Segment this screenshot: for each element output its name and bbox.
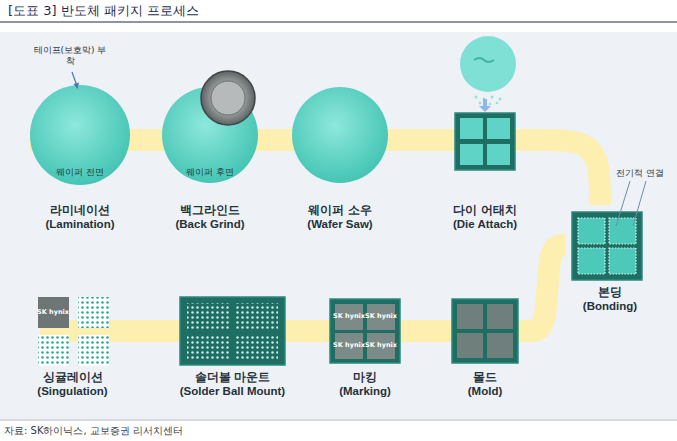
process-flow bbox=[295, 320, 320, 342]
process-step: 싱귤레이션 (Singulation) bbox=[10, 295, 135, 399]
die bbox=[460, 118, 510, 165]
process-step: 웨이퍼 소우 (Wafer Saw) bbox=[285, 85, 395, 232]
step-label: 몰드 (Mold) bbox=[466, 370, 505, 399]
spray-arrow bbox=[483, 99, 487, 107]
step-label: 솔더볼 마운트 (Solder Ball Mount) bbox=[178, 370, 288, 399]
process-flow bbox=[410, 320, 440, 342]
process-flow bbox=[395, 129, 430, 151]
substrate bbox=[455, 113, 515, 170]
grind-wheel bbox=[201, 71, 255, 125]
step-label: 웨이퍼 소우 (Wafer Saw) bbox=[305, 203, 375, 232]
spray-source bbox=[460, 36, 516, 92]
substrate bbox=[330, 299, 400, 363]
annotation: 테이프(보호막) 부착 bbox=[33, 45, 107, 67]
brand-mark: SK hynix bbox=[333, 313, 365, 321]
process-flow bbox=[530, 245, 565, 331]
process-step: 본딩 (Bonding) bbox=[565, 205, 655, 314]
source-caption: 자료: SK하이닉스, 교보증권 리서치센터 bbox=[4, 424, 183, 438]
single-package bbox=[38, 297, 69, 328]
brand-mark: SK hynix bbox=[365, 342, 397, 350]
brand-mark: SK hynix bbox=[365, 313, 397, 321]
substrate bbox=[180, 297, 285, 365]
step-label: 마킹 (Marking) bbox=[337, 370, 393, 399]
figure-title: [도표 3] 반도체 패키지 프로세스 bbox=[8, 2, 199, 20]
spray-arrow-head bbox=[479, 106, 491, 112]
brand-mark: SK hynix bbox=[333, 342, 365, 350]
process-step: 라미네이션 (Lamination) bbox=[25, 85, 135, 232]
substrate bbox=[572, 212, 642, 280]
process-step: 백그라인드 (Back Grind) bbox=[155, 85, 265, 232]
step-label: 본딩 (Bonding) bbox=[581, 285, 640, 314]
process-step: 솔더볼 마운트 (Solder Ball Mount) bbox=[170, 295, 295, 399]
process-flow bbox=[135, 320, 170, 342]
process-flow bbox=[135, 129, 155, 151]
process-flow bbox=[540, 140, 600, 205]
leader-head bbox=[74, 83, 80, 90]
wafer bbox=[292, 87, 388, 183]
step-label: 다이 어태치 (Die Attach) bbox=[451, 203, 520, 232]
caption-rule bbox=[0, 420, 677, 421]
annotation: 전기적 연결 bbox=[614, 167, 666, 180]
panel-ground bbox=[0, 32, 677, 419]
step-label: 싱귤레이션 (Singulation) bbox=[35, 370, 110, 399]
brand-mark: SK hynix bbox=[37, 309, 69, 317]
solder-balls bbox=[187, 303, 278, 360]
substrate bbox=[452, 299, 518, 363]
wafer bbox=[30, 85, 130, 185]
spray-dots bbox=[475, 96, 502, 106]
mold-cap bbox=[457, 304, 513, 358]
title-rule bbox=[0, 21, 677, 22]
annotation: 웨이퍼 후면 bbox=[186, 167, 234, 178]
single-package-bottom bbox=[38, 297, 109, 366]
process-step: 몰드 (Mold) bbox=[440, 295, 530, 399]
leader-line bbox=[616, 181, 646, 226]
annotation: 웨이퍼 전면 bbox=[56, 167, 104, 178]
step-label: 라미네이션 (Lamination) bbox=[43, 203, 117, 232]
bonded-die bbox=[578, 218, 636, 274]
step-label: 백그라인드 (Back Grind) bbox=[173, 203, 247, 232]
process-flow bbox=[265, 129, 285, 151]
spray-mark bbox=[474, 58, 494, 62]
process-step: 다이 어태치 (Die Attach) bbox=[430, 85, 540, 232]
grind-wheel-hub bbox=[211, 81, 245, 115]
